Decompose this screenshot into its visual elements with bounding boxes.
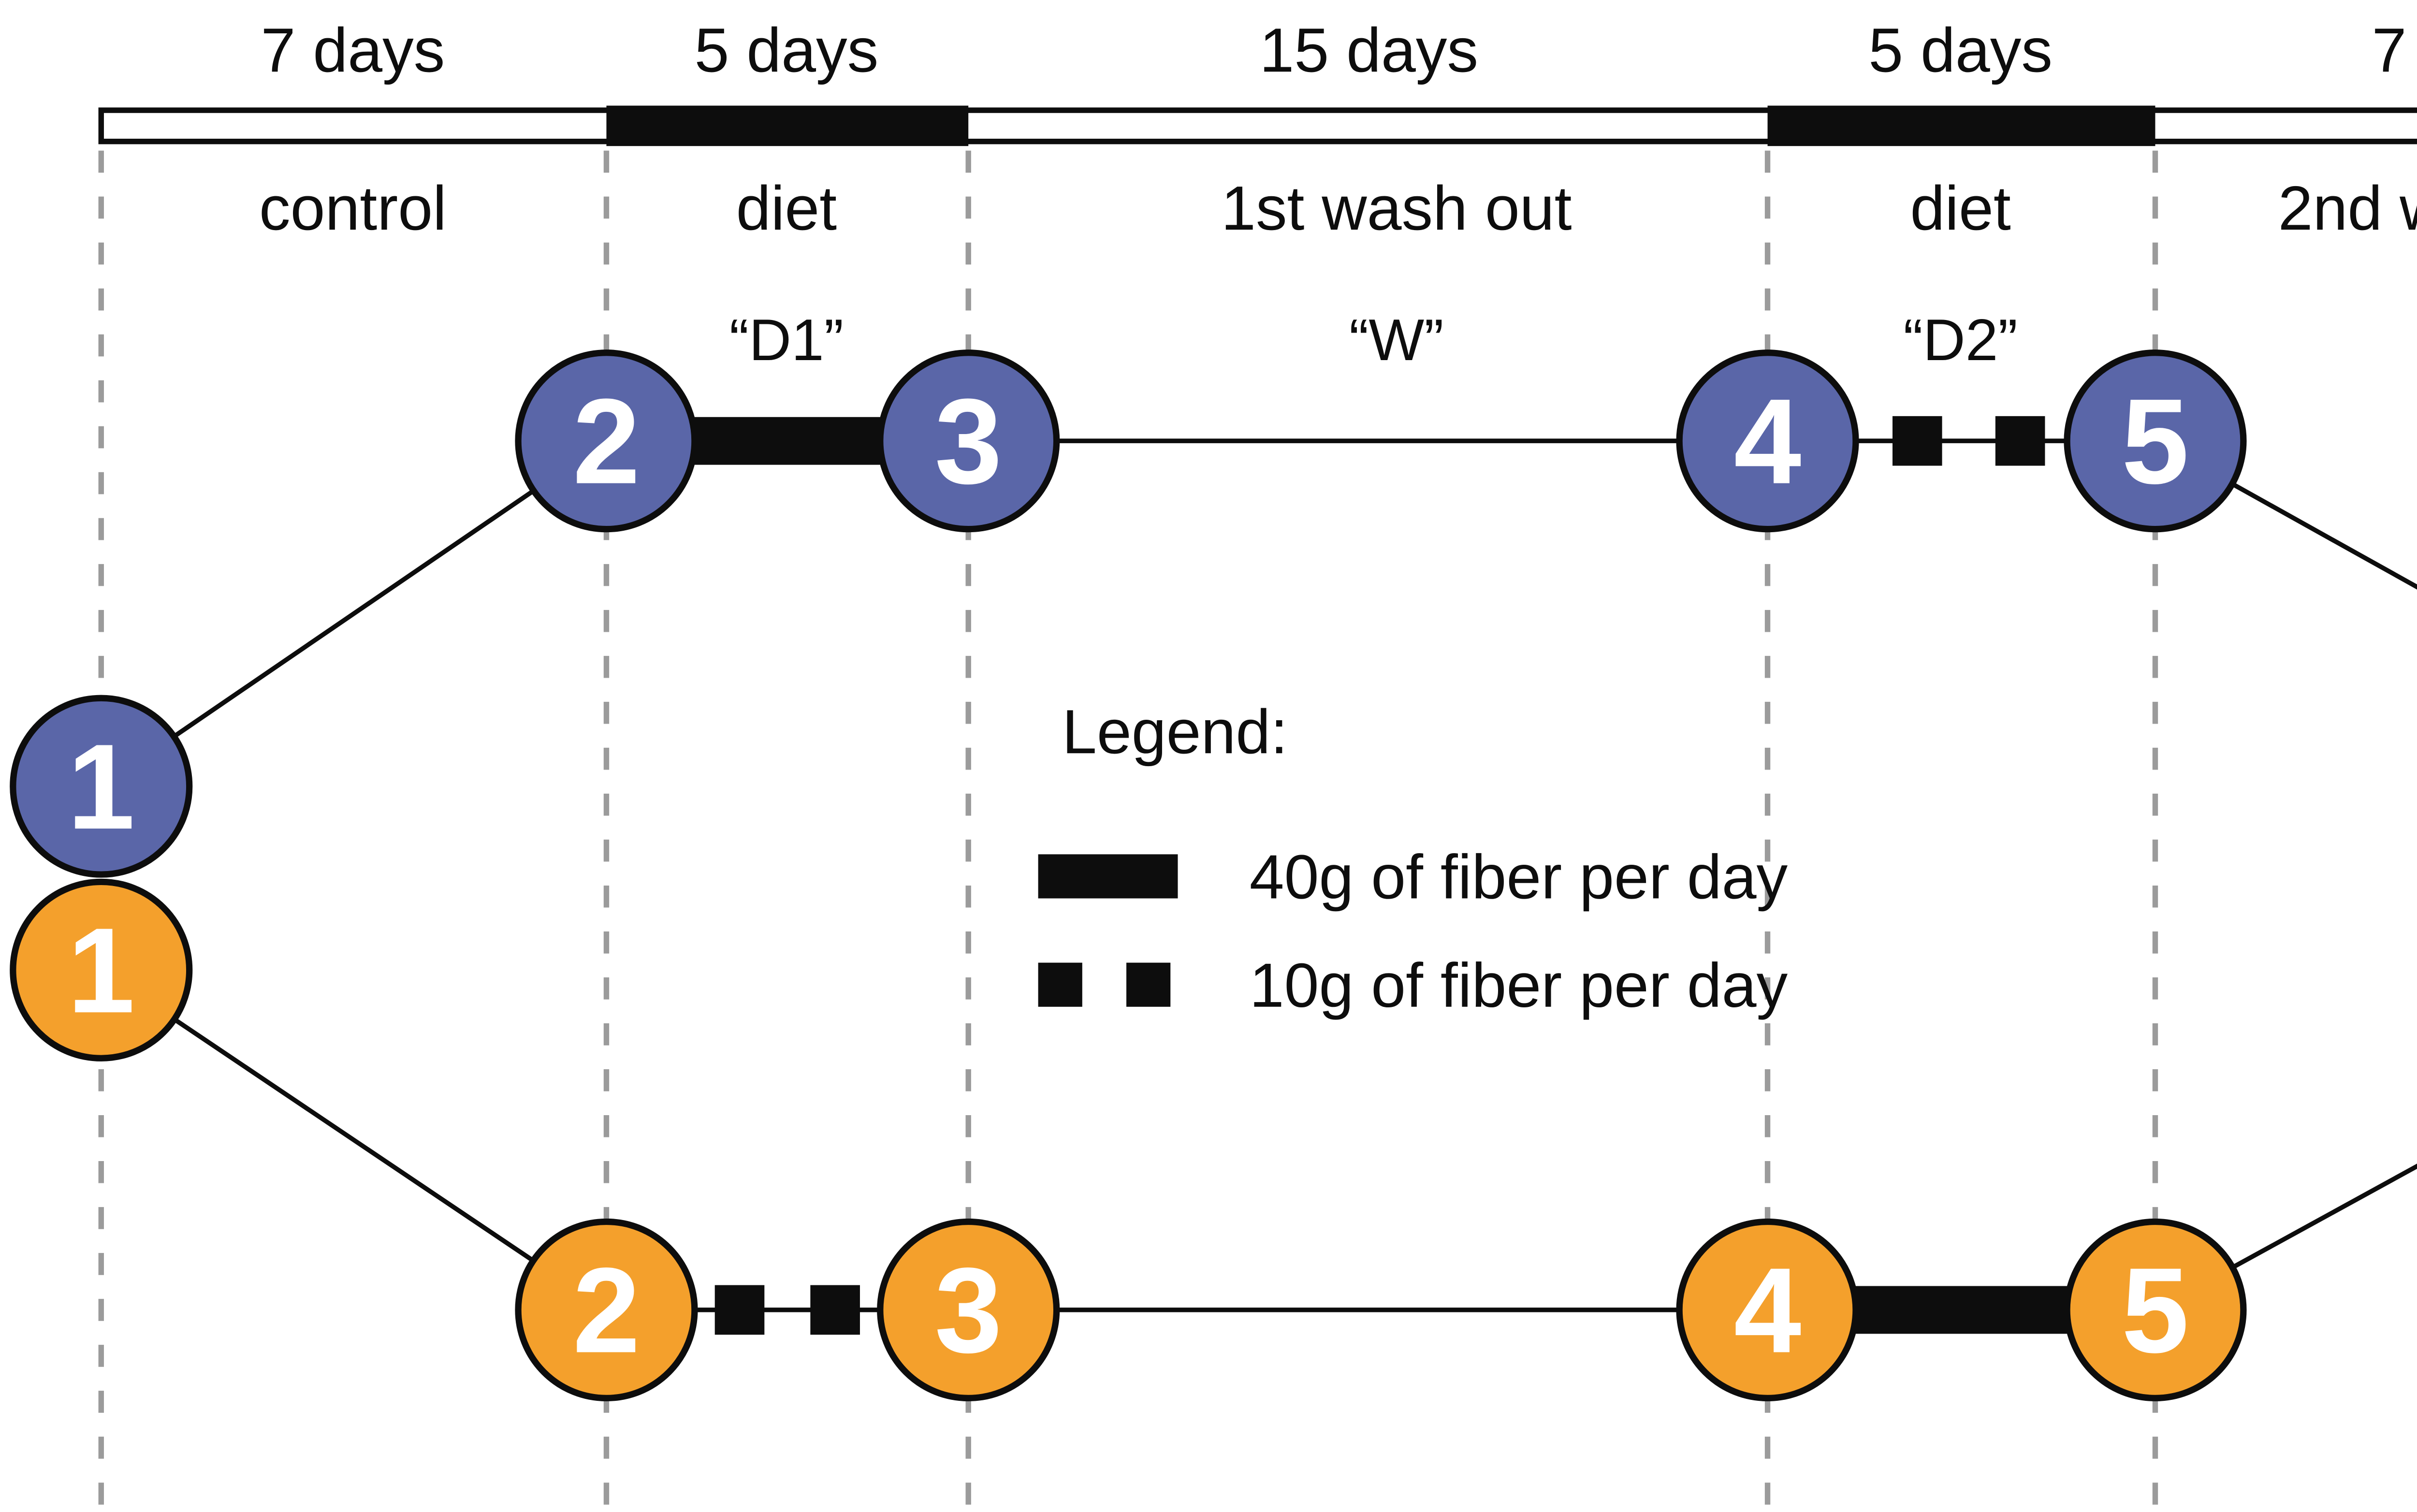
- arm2-node-3: [877, 1218, 1060, 1402]
- duration-label-5: 7 days: [2372, 15, 2417, 85]
- phase-code-d1: “D1”: [729, 307, 844, 373]
- legend-solid-bar-swatch: [1038, 854, 1178, 899]
- duration-label-4: 5 days: [1868, 15, 2053, 85]
- arm1-node-2: [515, 349, 698, 533]
- arm1-edge-1-2: [100, 439, 608, 788]
- arm1-highfiber-bar: [694, 417, 880, 465]
- phase-label-washout-2: 2nd wash out: [2278, 174, 2417, 243]
- arm2-node-3-label: 3: [934, 1243, 1002, 1378]
- legend-label-40g: 40g of fiber per day: [1250, 843, 1788, 912]
- arm2-node-4-label: 4: [1734, 1243, 1802, 1378]
- arm2-node-5-label: 5: [2122, 1243, 2189, 1378]
- arm2-node-2-label: 2: [573, 1243, 641, 1378]
- timeline-diet-segment-2: [1767, 105, 2155, 146]
- timeline-diet-segment-1: [606, 105, 969, 146]
- arm2-lowfiber-square-2: [810, 1285, 860, 1335]
- duration-label-3: 15 days: [1259, 15, 1478, 85]
- arm1-node-4: [1676, 349, 1859, 533]
- phase-label-diet-1: diet: [736, 174, 837, 243]
- arm2-node-5: [2064, 1218, 2247, 1402]
- arm1-node-5-label: 5: [2122, 374, 2189, 509]
- legend-dashed-square-swatch-1: [1038, 962, 1082, 1007]
- phase-code-labels: “D1” “W” “D2”: [729, 307, 2018, 373]
- arm1-node-4-label: 4: [1734, 374, 1802, 509]
- arm1-edge-5-6: [2154, 439, 2417, 590]
- legend-label-10g: 10g of fiber per day: [1250, 951, 1788, 1020]
- duration-label-2: 5 days: [695, 15, 879, 85]
- arm2-node-1: [10, 878, 193, 1061]
- arm2-node-4: [1676, 1218, 1859, 1402]
- phase-code-w: “W”: [1349, 307, 1444, 373]
- arm1-node-3: [877, 349, 1060, 533]
- phase-code-d2: “D2”: [1903, 307, 2017, 373]
- arm2-edge-5-6: [2154, 1163, 2417, 1312]
- phase-label-washout-1: 1st wash out: [1221, 174, 1572, 243]
- duration-labels: 7 days 5 days 15 days 5 days 7 days: [261, 15, 2417, 85]
- legend-dashed-square-swatch-2: [1126, 962, 1171, 1007]
- arm1-node-1: [10, 695, 193, 878]
- arm2-node-1-label: 1: [68, 903, 135, 1038]
- duration-label-1: 7 days: [261, 15, 445, 85]
- timeline-bar: [98, 105, 2417, 146]
- arm2-lowfiber-square-1: [714, 1285, 765, 1335]
- arm1-node-2-label: 2: [573, 374, 641, 509]
- arm1-nodes: 1 2 3 4 5 6: [10, 349, 2247, 878]
- phase-name-labels: control diet 1st wash out diet 2nd wash …: [259, 174, 2417, 243]
- legend: Legend: 40g of fiber per day 10g of fibe…: [1038, 697, 1788, 1020]
- phase-label-control: control: [259, 174, 447, 243]
- arm1-node-3-label: 3: [934, 374, 1002, 509]
- legend-title: Legend:: [1062, 697, 1288, 767]
- phase-label-diet-2: diet: [1910, 174, 2010, 243]
- arm2-highfiber-bar: [1855, 1286, 2068, 1334]
- arm1-node-1-label: 1: [68, 719, 135, 855]
- arm1-lowfiber-square-1: [1892, 416, 1942, 466]
- arm2-edge-1-2: [100, 968, 608, 1312]
- arm2-node-2: [515, 1218, 698, 1402]
- arm1-lowfiber-square-2: [1995, 416, 2045, 466]
- arm2-nodes: 1 2 3 4 5 6: [10, 878, 2247, 1402]
- arm1-node-5: [2064, 349, 2247, 533]
